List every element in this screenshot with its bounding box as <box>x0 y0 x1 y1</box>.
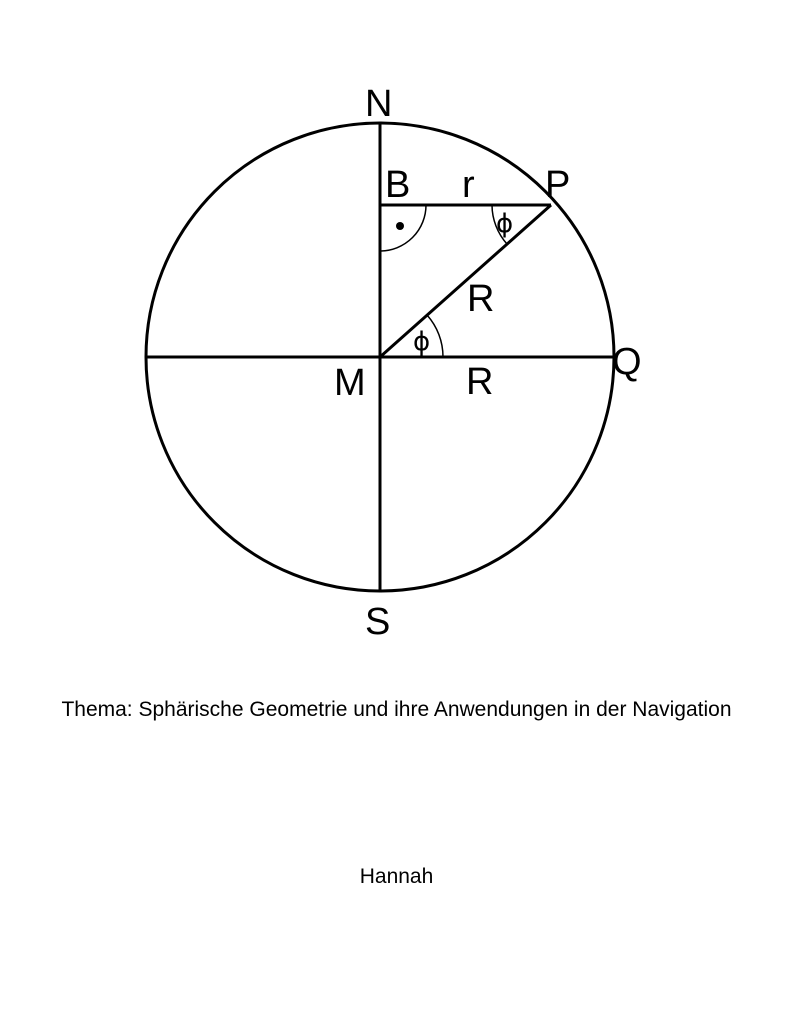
document-title: Thema: Sphärische Geometrie und ihre Anw… <box>61 698 732 721</box>
label-m: M <box>334 362 366 404</box>
label-phi-p: ϕ <box>496 209 513 239</box>
angle-arc-p <box>491 204 508 245</box>
segment-m-p <box>379 203 552 359</box>
label-s: S <box>365 601 390 643</box>
right-angle-dot <box>396 222 404 230</box>
angle-arc-m <box>426 314 444 358</box>
right-angle-arc <box>379 204 427 252</box>
label-n: N <box>365 83 392 125</box>
author-name: Hannah <box>359 865 434 888</box>
label-r-small: r <box>462 164 475 206</box>
label-b: B <box>385 164 410 206</box>
label-phi-m: ϕ <box>413 327 430 357</box>
label-p: P <box>545 164 570 206</box>
label-q: Q <box>612 341 642 383</box>
label-r-hypotenuse: R <box>467 278 494 320</box>
label-r-base: R <box>466 361 493 403</box>
